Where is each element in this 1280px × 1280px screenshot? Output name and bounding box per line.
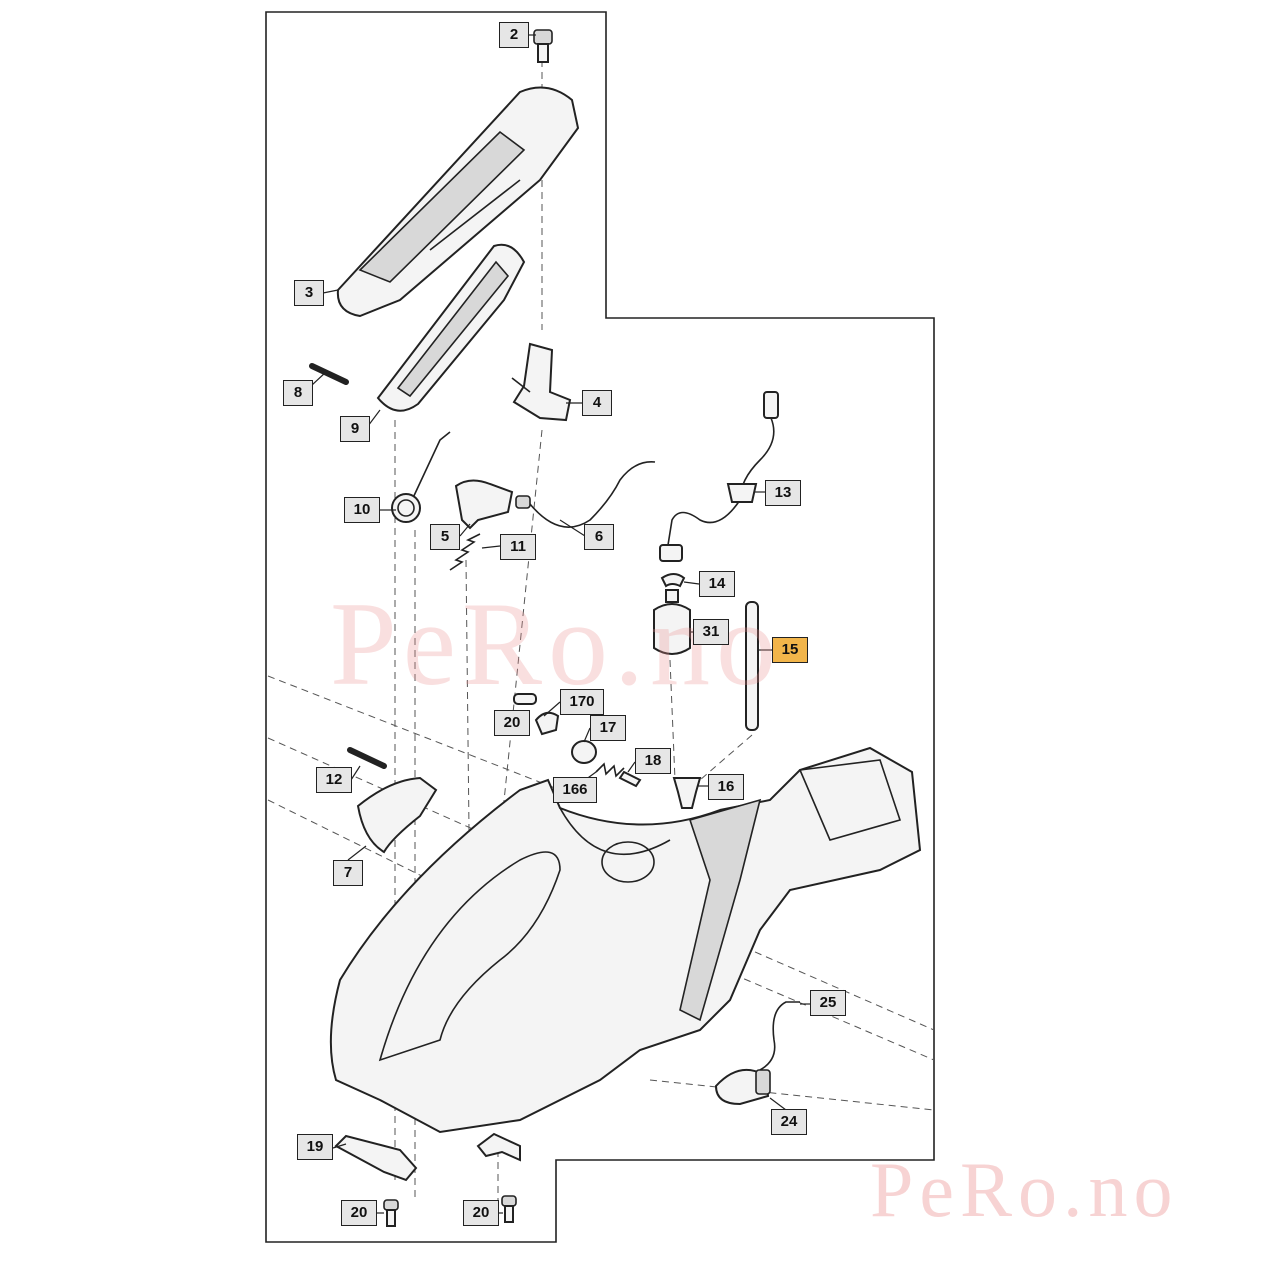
callout-part-24[interactable]: 24 bbox=[771, 1109, 807, 1135]
callout-part-20-bottom-left[interactable]: 20 bbox=[341, 1200, 377, 1226]
part-10-spring bbox=[391, 431, 451, 523]
part-170-clamp bbox=[534, 711, 560, 736]
callout-part-16[interactable]: 16 bbox=[708, 774, 744, 800]
part-25-hose bbox=[759, 1001, 800, 1071]
part-2-screw bbox=[533, 29, 553, 63]
part-20-screw-right bbox=[501, 1195, 517, 1223]
callout-part-20-bottom-right[interactable]: 20 bbox=[463, 1200, 499, 1226]
part-7-cover bbox=[356, 776, 438, 854]
callout-part-19[interactable]: 19 bbox=[297, 1134, 333, 1160]
part-8-pin bbox=[309, 363, 349, 385]
part-19-plate bbox=[334, 1134, 418, 1182]
part-14-clip bbox=[660, 573, 686, 588]
callout-part-9[interactable]: 9 bbox=[340, 416, 370, 442]
part-13-fuel-line bbox=[659, 391, 779, 562]
part-3-handle-cover bbox=[336, 86, 580, 318]
housing-clip bbox=[476, 1132, 521, 1162]
part-20-screw-top bbox=[513, 693, 537, 705]
callout-part-25[interactable]: 25 bbox=[810, 990, 846, 1016]
callout-part-20-mid[interactable]: 20 bbox=[494, 710, 530, 736]
part-9-handle bbox=[376, 243, 526, 412]
part-24-primer-bulb bbox=[714, 1068, 771, 1106]
part-6-cable bbox=[529, 461, 656, 528]
diagram-frame bbox=[265, 11, 935, 1243]
callout-part-10[interactable]: 10 bbox=[344, 497, 380, 523]
callout-part-12[interactable]: 12 bbox=[316, 767, 352, 793]
part-12-pin bbox=[347, 747, 387, 769]
callout-part-166[interactable]: 166 bbox=[553, 777, 597, 803]
part-5-trigger bbox=[454, 479, 531, 530]
callout-part-11[interactable]: 11 bbox=[500, 534, 536, 560]
part-18-pin bbox=[618, 770, 642, 788]
callout-part-13[interactable]: 13 bbox=[765, 480, 801, 506]
callout-part-170[interactable]: 170 bbox=[560, 689, 604, 715]
callout-part-5[interactable]: 5 bbox=[430, 524, 460, 550]
callout-part-7[interactable]: 7 bbox=[333, 860, 363, 886]
callout-part-3[interactable]: 3 bbox=[294, 280, 324, 306]
part-166-spring bbox=[595, 762, 625, 778]
part-15-rod bbox=[745, 601, 759, 731]
callout-part-2[interactable]: 2 bbox=[499, 22, 529, 48]
callout-part-6[interactable]: 6 bbox=[584, 524, 614, 550]
callout-part-17[interactable]: 17 bbox=[590, 715, 626, 741]
watermark-bottom-right: PeRo.no bbox=[870, 1146, 1179, 1233]
part-17-knob bbox=[571, 740, 597, 764]
part-16-grommet bbox=[672, 777, 702, 809]
part-4-bracket bbox=[511, 342, 572, 422]
callout-part-4[interactable]: 4 bbox=[582, 390, 612, 416]
callout-part-8[interactable]: 8 bbox=[283, 380, 313, 406]
callout-part-18[interactable]: 18 bbox=[635, 748, 671, 774]
callout-part-14[interactable]: 14 bbox=[699, 571, 735, 597]
callout-part-31[interactable]: 31 bbox=[693, 619, 729, 645]
main-housing bbox=[329, 746, 922, 1134]
part-31-fuel-filter bbox=[653, 589, 691, 655]
callout-part-15-highlighted[interactable]: 15 bbox=[772, 637, 808, 663]
part-20-screw-left bbox=[383, 1199, 399, 1227]
part-11-spring bbox=[449, 533, 481, 571]
